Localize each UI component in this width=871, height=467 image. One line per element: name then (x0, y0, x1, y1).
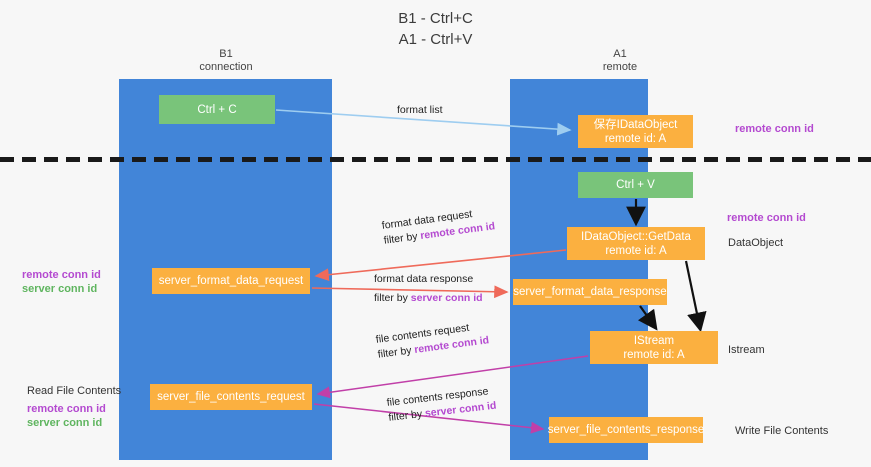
arrow-getdata-to-istream (684, 260, 707, 333)
box-server-format-data-response-label: server_format_data_response (513, 286, 667, 298)
box-server-format-data-response[interactable]: server_format_data_response (513, 279, 667, 305)
label-dataobject: DataObject (728, 237, 784, 249)
label-format-data-request: format data request filter by remote con… (381, 204, 496, 248)
label-format-data-response-text: format data response (374, 273, 474, 285)
lane-header-b1-id: B1 (219, 48, 233, 60)
label-left-conn-ids-low: remote conn id server conn id (27, 402, 106, 430)
box-save-idataobject-line1: 保存IDataObject (593, 118, 678, 131)
label-remote-conn-id-mid: remote conn id (727, 212, 806, 224)
lane-header-b1: B1 connection (146, 48, 306, 74)
box-ctrl-c[interactable]: Ctrl + C (159, 95, 275, 124)
lane-header-a1-sub: remote (602, 61, 638, 73)
title-line-2: A1 - Ctrl+V (398, 31, 473, 48)
label-file-contents-response: file contents response filter by server … (386, 384, 497, 426)
box-server-file-contents-response[interactable]: server_file_contents_response (547, 417, 705, 443)
box-ctrl-c-label: Ctrl + C (197, 103, 237, 116)
label-format-data-response: format data response filter by server co… (374, 272, 483, 306)
box-save-idataobject-line2: remote id: A (604, 132, 667, 145)
diagram-title: B1 - Ctrl+C A1 - Ctrl+V (0, 8, 871, 50)
box-server-file-contents-request-label: server_file_contents_request (157, 391, 305, 403)
box-idataobject-getdata-line1: IDataObject::GetData (581, 230, 691, 243)
label-left-conn-ids-mid: remote conn id server conn id (22, 268, 101, 296)
title-line-1: B1 - Ctrl+C (398, 10, 473, 27)
box-ctrl-v-label: Ctrl + V (616, 179, 655, 191)
label-format-data-response-filter: filter by server conn id (374, 291, 483, 306)
label-left-remote-conn-id: remote conn id (22, 269, 101, 281)
box-ctrl-v[interactable]: Ctrl + V (578, 172, 693, 198)
box-server-file-contents-request[interactable]: server_file_contents_request (150, 384, 312, 410)
label-left-server-conn-id: server conn id (22, 283, 98, 295)
box-idataobject-getdata[interactable]: IDataObject::GetData remote id: A (567, 227, 705, 260)
label-remote-conn-id-top: remote conn id (735, 123, 814, 135)
label-format-data-response-filter-prefix: filter by (374, 292, 411, 304)
box-istream-line2: remote id: A (623, 348, 685, 361)
label-format-data-request-filter-prefix: filter by (383, 230, 422, 247)
box-server-format-data-request[interactable]: server_format_data_request (152, 268, 310, 294)
label-istream: Istream (728, 344, 765, 356)
label-left-low-remote-conn-id: remote conn id (27, 403, 106, 415)
label-file-contents-request-filter-prefix: filter by (377, 344, 416, 361)
lane-header-a1: A1 remote (540, 48, 700, 74)
lane-header-b1-sub: connection (199, 61, 253, 73)
label-write-file-contents: Write File Contents (735, 425, 829, 437)
label-format-list-text: format list (397, 104, 443, 116)
label-read-file-contents: Read File Contents (27, 385, 122, 397)
box-server-file-contents-response-label: server_file_contents_response (547, 424, 705, 436)
box-server-format-data-request-label: server_format_data_request (158, 275, 304, 287)
label-file-contents-response-filter-prefix: filter by (387, 407, 426, 424)
label-left-low-server-conn-id: server conn id (27, 417, 103, 429)
box-istream-line1: IStream (633, 334, 675, 347)
box-idataobject-getdata-line2: remote id: A (605, 244, 667, 257)
phase-divider (0, 157, 871, 162)
box-istream[interactable]: IStream remote id: A (590, 331, 718, 364)
label-format-data-response-filter-key: server conn id (410, 292, 483, 304)
label-format-list: format list (397, 103, 443, 118)
lane-header-a1-id: A1 (613, 48, 627, 60)
label-file-contents-request: file contents request filter by remote c… (375, 318, 490, 362)
box-save-idataobject[interactable]: 保存IDataObject remote id: A (578, 115, 693, 148)
